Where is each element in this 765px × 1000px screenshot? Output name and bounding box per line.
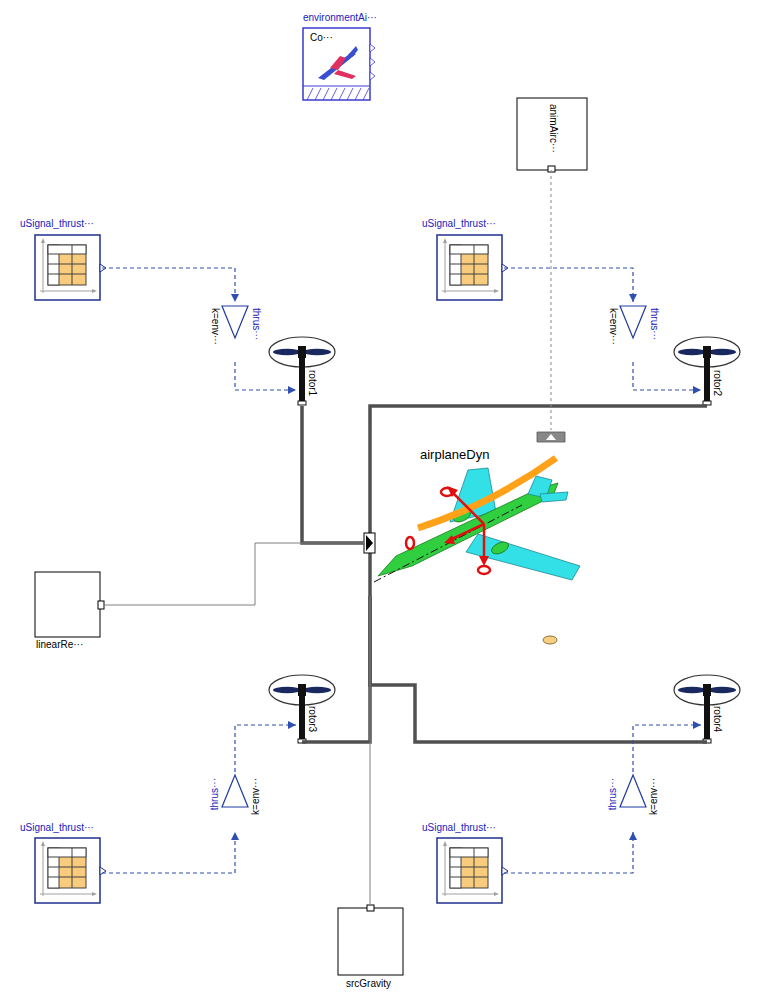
environment-block: environmentAi··· Co··· <box>294 12 379 102</box>
instance-name: environmentAi··· <box>303 12 377 24</box>
instance-name: uSignal_thrust··· <box>422 822 496 834</box>
icon-text: Co··· <box>310 32 333 44</box>
table-icon <box>437 235 508 300</box>
frame-wire <box>368 430 372 533</box>
parameter-label: k=env··· <box>250 778 262 815</box>
gain-symbol <box>222 306 248 338</box>
parameter-label: k=env··· <box>648 778 660 815</box>
instance-name: linearRe··· <box>36 639 83 651</box>
instance-name: uSignal_thrust··· <box>20 822 94 834</box>
mechanical-connector <box>104 543 364 605</box>
signal-connector <box>102 832 235 873</box>
instance-name: uSignal_thrust··· <box>422 218 496 230</box>
rotor-block: rotor1 <box>296 334 338 406</box>
table-source: uSignal_thrust··· <box>18 820 102 906</box>
table-icon <box>437 838 508 903</box>
instance-name: thrus··· <box>250 308 262 340</box>
table-source: uSignal_thrust··· <box>420 216 504 302</box>
signal-connector <box>504 832 633 873</box>
airplane-illustration <box>364 432 580 582</box>
rotor-symbol <box>269 337 335 405</box>
linear-resistance-box <box>35 572 104 637</box>
signal-connector <box>633 362 701 390</box>
mass-symbol <box>543 636 557 644</box>
signal-connector <box>633 725 701 772</box>
instance-name: uSignal_thrust··· <box>20 218 94 230</box>
frame-connector <box>370 596 707 742</box>
instance-name: rotor1 <box>306 370 318 396</box>
signal-connector <box>235 725 296 772</box>
table-source: uSignal_thrust··· <box>18 216 102 302</box>
table-icon <box>35 235 106 300</box>
environment-icon <box>303 28 375 100</box>
gain-symbol <box>620 775 646 807</box>
instance-name: thrus··· <box>607 778 619 810</box>
rotor-symbol <box>674 337 740 405</box>
gravity-box <box>338 905 403 975</box>
frame-wire <box>368 553 372 596</box>
animation-box <box>517 98 587 172</box>
gravity-block: srcGravity <box>334 906 408 996</box>
rotor-symbol <box>674 675 740 743</box>
instance-name: rotor2 <box>711 370 723 396</box>
signal-connector <box>504 268 633 302</box>
frame-connector <box>370 406 707 430</box>
rotor-block: rotor3 <box>296 670 338 742</box>
instance-name: thrus··· <box>209 778 221 810</box>
parameter-label: k=env··· <box>607 308 619 345</box>
airplane-block: airplaneDyn <box>364 430 586 596</box>
table-icon <box>35 838 106 903</box>
instance-name: animAirc··· <box>547 104 559 153</box>
instance-name: thrus··· <box>648 308 660 340</box>
rotor-symbol <box>269 675 335 743</box>
gain-block: k=env··· thrus··· <box>606 302 662 362</box>
gain-block: thrus··· k=env··· <box>208 772 264 832</box>
rotor-block: rotor4 <box>701 670 743 742</box>
rotor-block: rotor2 <box>701 334 743 406</box>
parameter-label: k=env··· <box>209 308 221 345</box>
table-source: uSignal_thrust··· <box>420 820 504 906</box>
instance-name: airplaneDyn <box>420 448 489 463</box>
frame-connector <box>302 406 364 543</box>
signal-connector <box>235 362 296 390</box>
gain-block: k=env··· thrus··· <box>208 302 264 362</box>
instance-name: srcGravity <box>346 978 391 990</box>
animation-connector <box>551 170 552 430</box>
resistance-block: linearRe··· <box>34 572 104 653</box>
mechanical-connector <box>370 596 371 906</box>
frame-connector <box>302 596 370 742</box>
gain-block: thrus··· k=env··· <box>606 772 662 832</box>
gain-symbol <box>222 775 248 807</box>
signal-connector <box>102 268 235 302</box>
gain-symbol <box>620 306 646 338</box>
instance-name: rotor3 <box>306 706 318 732</box>
instance-name: rotor4 <box>711 706 723 732</box>
animation-block: animAirc··· <box>517 98 587 170</box>
